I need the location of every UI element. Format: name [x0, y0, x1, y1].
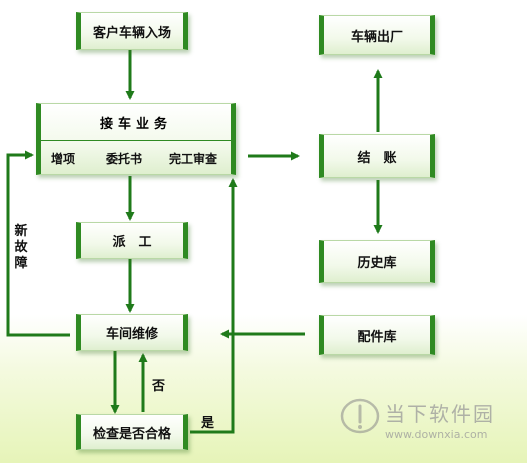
- node-inspection: 检查是否合格: [76, 414, 188, 450]
- node-vehicle-exit-label: 车辆出厂: [350, 29, 403, 45]
- node-reception-title: 接车业务: [99, 116, 172, 132]
- node-inspection-label: 检查是否合格: [92, 426, 171, 442]
- node-history: 历史库: [319, 240, 435, 283]
- node-reception: 接车业务 增项 委托书 完工审查: [36, 103, 236, 175]
- node-checkout-label: 结 账: [357, 150, 397, 166]
- node-reception-item-completion-review: 完工审查: [169, 152, 218, 166]
- watermark-url: www.downxia.com: [385, 428, 488, 441]
- watermark-brand: 当下软件园: [385, 402, 495, 426]
- node-workshop-repair: 车间维修: [76, 314, 188, 351]
- edge-label-no: 否: [152, 379, 166, 394]
- edge-label-yes: 是: [201, 416, 215, 431]
- node-vehicle-exit: 车辆出厂: [319, 15, 435, 55]
- node-dispatch-label: 派 工: [112, 235, 152, 250]
- node-parts-label: 配件库: [357, 329, 397, 345]
- node-reception-divider: [41, 140, 231, 141]
- edge-label-new-fault: 新故障: [14, 224, 28, 271]
- node-dispatch: 派 工: [76, 222, 188, 259]
- arrow-inspection-yes-loop: [190, 178, 238, 434]
- node-customer-entry: 客户车辆入场: [76, 12, 188, 50]
- node-workshop-repair-label: 车间维修: [105, 327, 158, 342]
- node-customer-entry-label: 客户车辆入场: [92, 25, 171, 41]
- node-parts: 配件库: [319, 315, 435, 355]
- arrow-new-fault-loop: [6, 150, 70, 337]
- node-checkout: 结 账: [319, 134, 435, 178]
- node-history-label: 历史库: [357, 256, 397, 271]
- node-reception-item-addition: 增项: [51, 152, 76, 166]
- node-reception-item-work-order: 委托书: [106, 152, 143, 166]
- watermark-logo: [340, 398, 380, 434]
